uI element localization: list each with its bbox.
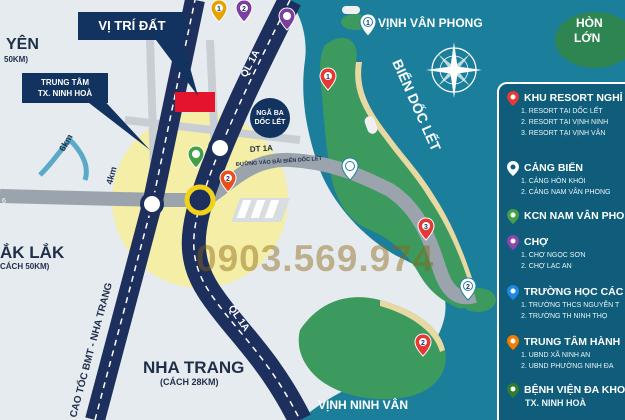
- red-map-pin-icon[interactable]: 1: [319, 67, 337, 91]
- site-callout-pointer: [150, 32, 198, 96]
- legend-title: CẢNG BIỂN: [524, 162, 583, 174]
- green-map-pin-icon[interactable]: [187, 145, 205, 169]
- orange-map-pin-icon[interactable]: 1: [210, 0, 228, 23]
- south-land: [298, 297, 446, 400]
- place-label-yen: YÊN: [6, 36, 39, 53]
- legend-group-resort[interactable]: KHU RESORT NGHỈ 1. RESORT TẠI DỐC LẾT 2.…: [507, 90, 625, 139]
- map-pin-icon: [507, 284, 519, 300]
- legend-group-industrial[interactable]: KCN NAM VÂN PHONG: [507, 208, 625, 224]
- site-marker[interactable]: [184, 184, 216, 216]
- legend-item: 1. TRƯỜNG THCS NGUYỄN T: [521, 302, 620, 309]
- legend-item: 2. TRƯỜNG TH NINH THỌ: [521, 313, 608, 320]
- legend-group-hospital[interactable]: BỆNH VIỆN ĐA KHO TX. NINH HOÀ: [507, 382, 625, 409]
- bay-label-ninhvan: VỊNH NINH VÂN: [318, 398, 409, 412]
- south-beach: [380, 300, 445, 352]
- map-pin-label: 2: [226, 176, 230, 183]
- map-pin-label: 1: [326, 74, 330, 81]
- site-callout[interactable]: VỊ TRÍ ĐẤT: [78, 12, 186, 40]
- bay-label-vanphong: VỊNH VÂN PHONG: [378, 16, 483, 30]
- left-edge-number: 6: [2, 198, 6, 205]
- red-map-pin-icon[interactable]: 2: [414, 333, 432, 357]
- map-pin-icon: [507, 208, 519, 224]
- distance-4km: 4km: [104, 166, 118, 186]
- legend-title: TRƯỜNG HỌC CÁC: [524, 286, 624, 298]
- legend-item: 1. RESORT TẠI DỐC LẾT: [521, 108, 603, 115]
- place-label-nhatrang: NHA TRANG: [143, 358, 245, 377]
- boat-icon: [342, 6, 360, 14]
- site-block[interactable]: [175, 92, 215, 112]
- island-label-honlon-1: HÒN: [576, 16, 603, 30]
- map-pin-icon: [507, 160, 519, 176]
- place-label-daklak-dist: CÁCH 50KM): [0, 262, 50, 271]
- legend-item: 2. RESORT TẠI VỊNH NINH: [521, 119, 609, 126]
- red-map-pin-icon[interactable]: 3: [417, 217, 435, 241]
- legend-title: CHỢ: [524, 236, 549, 248]
- legend-panel: KHU RESORT NGHỈ 1. RESORT TẠI DỐC LẾT 2.…: [497, 82, 625, 420]
- map-pin-label: 1: [366, 20, 370, 27]
- place-label-yen-dist: 50KM): [4, 55, 29, 64]
- watermark-phone: 0903.569.974: [196, 238, 435, 279]
- beach-strip: [355, 62, 472, 280]
- legend-title: KHU RESORT NGHỈ: [524, 92, 623, 104]
- legend-group-admin[interactable]: TRUNG TÂM HÀNH 1. UBND XÃ NINH AN 2. UBN…: [507, 334, 625, 372]
- junction-callout[interactable]: NGÃ BA DỐC LẾT: [250, 98, 290, 138]
- legend-title: BỆNH VIỆN ĐA KHO: [524, 384, 625, 396]
- white-map-pin-icon[interactable]: 2: [459, 277, 477, 301]
- white-map-pin-icon[interactable]: 1: [359, 13, 377, 37]
- legend-item: 2. CẢNG NAM VÂN PHONG: [521, 189, 611, 196]
- compass-icon: [426, 42, 482, 98]
- place-label-daklak: ẮK LẮK: [0, 243, 65, 262]
- map-pin-label: 2: [242, 6, 246, 13]
- junction-callout-line2: DỐC LẾT: [254, 119, 286, 126]
- legend-group-school[interactable]: TRƯỜNG HỌC CÁC 1. TRƯỜNG THCS NGUYỄN T 2…: [507, 284, 625, 322]
- map-pin-icon: [507, 334, 519, 350]
- river: [38, 136, 89, 181]
- boat-icon: [364, 116, 378, 134]
- purple-map-pin-icon[interactable]: [278, 7, 296, 31]
- legend-item: 1. UBND XÃ NINH AN: [521, 352, 591, 359]
- legend-item: 2. CHỢ LẠC AN: [521, 263, 572, 270]
- legend-item: 1. CHỢ NGỌC SƠN: [521, 252, 586, 259]
- map-pin-icon: [507, 90, 519, 106]
- road-ql1a-line: [193, 0, 301, 420]
- map-pin-label: 2: [466, 284, 470, 291]
- place-label-nhatrang-dist: (CÁCH 28KM): [160, 377, 219, 387]
- legend-item: TX. NINH HOÀ: [525, 398, 587, 408]
- legend-title: TRUNG TÂM HÀNH: [524, 336, 621, 348]
- road-label-dt1a: DT 1A: [250, 143, 274, 154]
- junction-marker-1[interactable]: [140, 192, 164, 216]
- legend-group-market[interactable]: CHỢ 1. CHỢ NGỌC SƠN 2. CHỢ LẠC AN: [507, 234, 625, 272]
- legend-item: 1. CẢNG HÒN KHÓI: [521, 178, 586, 185]
- orange-map-pin-icon[interactable]: 2: [219, 169, 237, 193]
- junction-callout-line1: NGÃ BA: [256, 110, 284, 117]
- white-map-pin-icon[interactable]: [341, 157, 359, 181]
- center-callout-pointer: [80, 96, 150, 150]
- site-callout-label: VỊ TRÍ ĐẤT: [98, 18, 166, 33]
- legend-item: 2. UBND PHƯỜNG NINH ĐA: [521, 363, 614, 370]
- map-pin-label: 3: [424, 224, 428, 231]
- resort-cluster: [231, 198, 290, 222]
- legend-title: KCN NAM VÂN PHONG: [524, 210, 625, 222]
- island-label-honlon-2: LỚN: [574, 31, 601, 45]
- road-dt1a: [0, 152, 477, 305]
- map-pin-label: 2: [421, 340, 425, 347]
- center-callout-line2: TX. NINH HOÀ: [37, 89, 93, 98]
- center-callout[interactable]: TRUNG TÂM TX. NINH HOÀ: [22, 73, 108, 103]
- legend-item: 3. RESORT TẠI VỊNH VÂN: [521, 130, 606, 137]
- junction-marker-2[interactable]: [208, 136, 232, 160]
- center-callout-line1: TRUNG TÂM: [41, 78, 89, 87]
- legend-group-port[interactable]: CẢNG BIỂN 1. CẢNG HÒN KHÓI 2. CẢNG NAM V…: [507, 160, 625, 198]
- map-pin-icon: [507, 382, 519, 398]
- island-honlon: [555, 12, 625, 68]
- map-pin-icon: [507, 234, 519, 250]
- purple-map-pin-icon[interactable]: 2: [235, 0, 253, 23]
- map-pin-label: 1: [217, 6, 221, 13]
